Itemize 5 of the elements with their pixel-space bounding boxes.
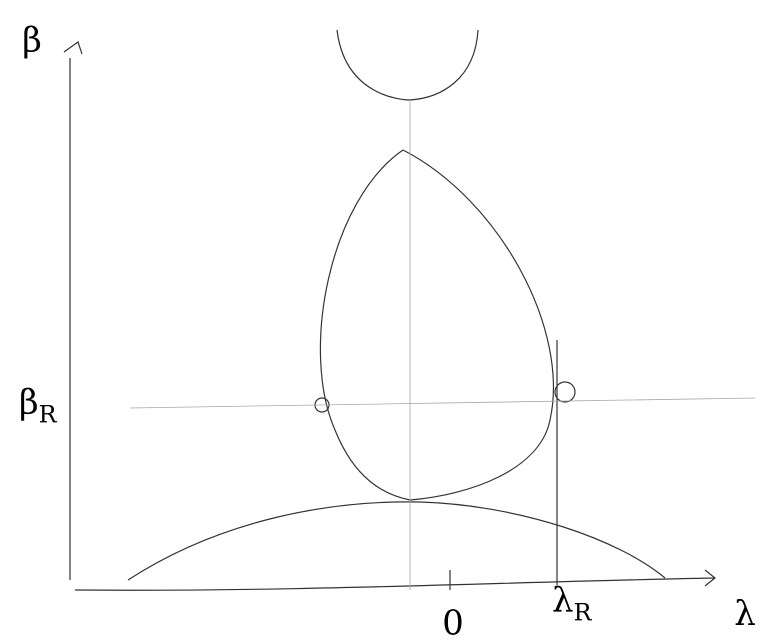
tick-label: λ$_{R}$ [553, 586, 592, 620]
tick-label: 0 [444, 609, 462, 635]
axis-label: β [24, 25, 40, 59]
axis-label: λ [736, 599, 755, 626]
axis-label: β$_{R}$ [21, 388, 58, 422]
